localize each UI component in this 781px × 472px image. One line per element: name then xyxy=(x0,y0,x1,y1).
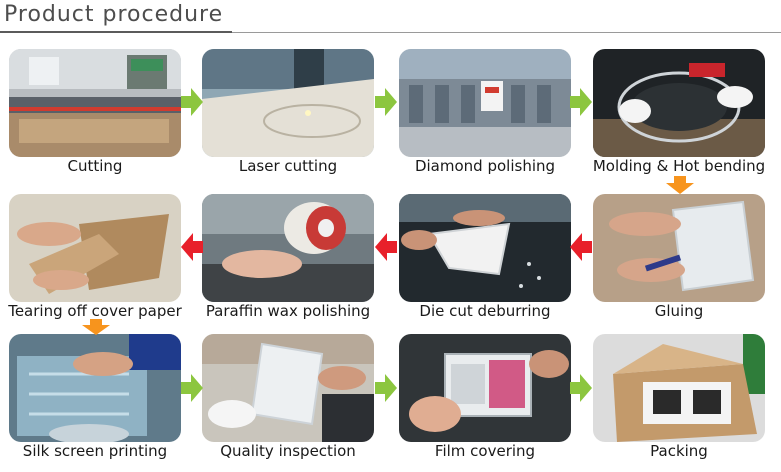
step-label: Diamond polishing xyxy=(389,157,581,179)
diamond-polishing-photo xyxy=(399,49,571,157)
silk-screen-printing-photo xyxy=(9,334,181,442)
arrow-right-icon xyxy=(375,374,397,402)
film-covering-photo xyxy=(399,334,571,442)
page-header: Product procedure xyxy=(0,0,781,34)
arrow-down-icon xyxy=(82,319,110,335)
quality-inspection-photo xyxy=(202,334,374,442)
step-label: Cutting xyxy=(0,157,191,179)
packing-photo xyxy=(593,334,765,442)
arrow-right-icon xyxy=(570,374,592,402)
die-cut-deburring-photo xyxy=(399,194,571,302)
paraffin-wax-polishing-photo xyxy=(202,194,374,302)
step-label: Film covering xyxy=(389,442,581,464)
molding-hot-bending-photo xyxy=(593,49,765,157)
step-label: Gluing xyxy=(583,302,775,324)
page-title: Product procedure xyxy=(4,2,223,27)
arrow-down-icon xyxy=(666,176,694,194)
arrow-left-icon xyxy=(570,233,592,261)
step-label: Die cut deburring xyxy=(389,302,581,324)
step-label: Packing xyxy=(583,442,775,464)
laser-cutting-photo xyxy=(202,49,374,157)
title-divider xyxy=(232,32,781,33)
arrow-right-icon xyxy=(181,88,203,116)
step-label: Silk screen printing xyxy=(0,442,191,464)
arrow-left-icon xyxy=(181,233,203,261)
arrow-right-icon xyxy=(375,88,397,116)
step-label: Laser cutting xyxy=(192,157,384,179)
tearing-off-cover-paper-photo xyxy=(9,194,181,302)
step-label: Paraffin wax polishing xyxy=(192,302,384,324)
cutting-photo xyxy=(9,49,181,157)
title-underline xyxy=(0,31,232,33)
arrow-left-icon xyxy=(375,233,397,261)
arrow-right-icon xyxy=(181,374,203,402)
arrow-right-icon xyxy=(570,88,592,116)
step-label: Quality inspection xyxy=(192,442,384,464)
gluing-photo xyxy=(593,194,765,302)
